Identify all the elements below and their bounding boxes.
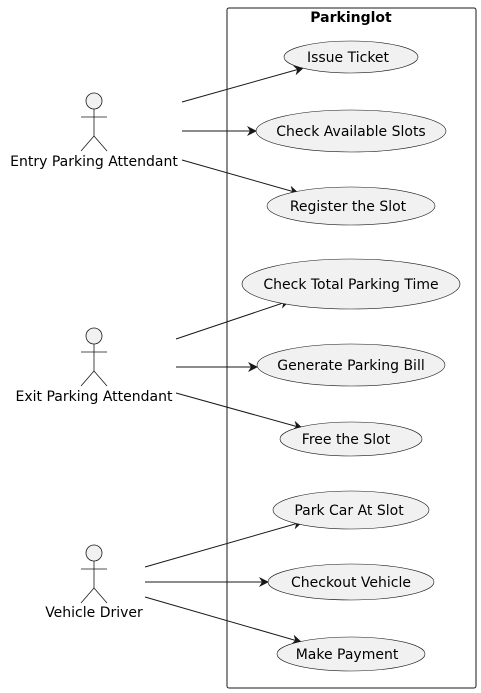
use-case-register-the-slot: Register the Slot <box>266 186 436 226</box>
use-case-issue-ticket: Issue Ticket <box>283 40 419 74</box>
association-arrow <box>144 519 303 568</box>
use-case-label: Checkout Vehicle <box>291 575 411 591</box>
system-boundary: Parkinglot <box>226 7 477 689</box>
actor-label: Entry Parking Attendant <box>10 154 178 170</box>
use-case-label: Generate Parking Bill <box>277 358 424 374</box>
associations <box>144 65 304 645</box>
use-case-check-available-slots: Check Available Slots <box>255 109 447 153</box>
use-case-label: Make Payment <box>296 647 399 663</box>
actor-entry-parking-attendant: Entry Parking Attendant <box>10 92 178 170</box>
actor-figure-icon <box>80 544 108 604</box>
use-case-free-the-slot: Free the Slot <box>279 421 423 457</box>
actor-exit-parking-attendant: Exit Parking Attendant <box>16 327 173 405</box>
association-arrow <box>175 299 290 340</box>
actor-figure-icon <box>80 92 108 152</box>
use-case-label: Issue Ticket <box>307 50 390 66</box>
use-case-label: Check Available Slots <box>276 124 425 140</box>
actor-figure-icon <box>80 327 108 387</box>
use-case-checkout-vehicle: Checkout Vehicle <box>267 563 435 601</box>
association-arrow <box>181 159 299 196</box>
system-title: Parkinglot <box>310 10 392 26</box>
use-case-label: Register the Slot <box>290 199 407 215</box>
actor-label: Exit Parking Attendant <box>16 389 173 405</box>
use-case-make-payment: Make Payment <box>276 636 426 672</box>
actor-label: Vehicle Driver <box>45 605 143 621</box>
use-case-label: Park Car At Slot <box>294 503 404 519</box>
use-case-generate-parking-bill: Generate Parking Bill <box>256 343 446 387</box>
association-arrow <box>181 65 304 103</box>
association-arrow <box>144 596 302 645</box>
use-case-label: Check Total Parking Time <box>263 277 438 293</box>
use-case-check-total-parking-time: Check Total Parking Time <box>241 258 461 310</box>
use-case-park-car-at-slot: Park Car At Slot <box>272 490 430 530</box>
actor-vehicle-driver: Vehicle Driver <box>45 544 143 621</box>
association-arrow <box>175 392 303 431</box>
use-case-label: Free the Slot <box>302 432 391 448</box>
